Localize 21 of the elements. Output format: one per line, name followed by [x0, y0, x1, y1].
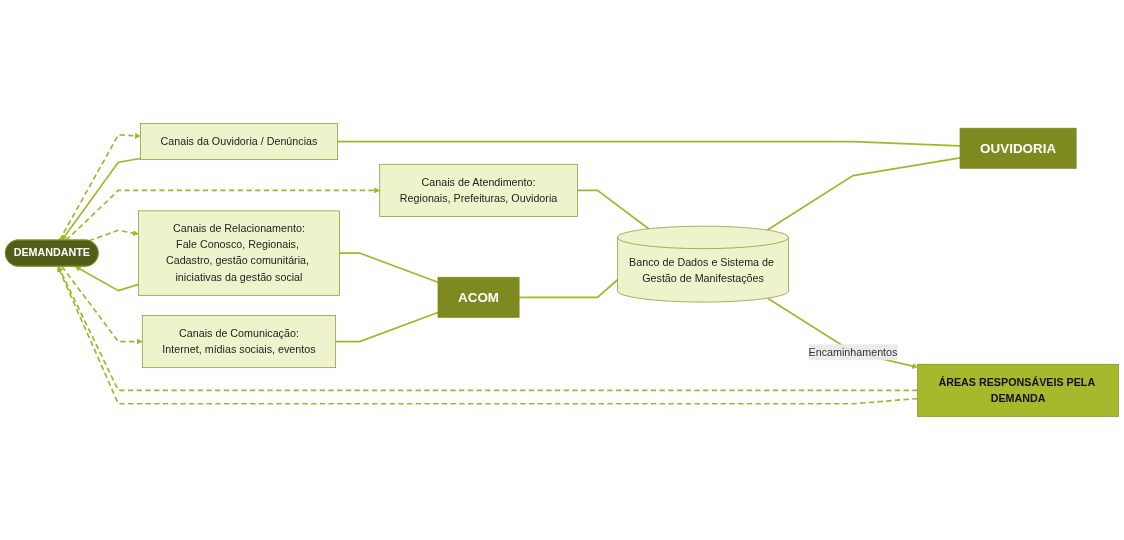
node-box: Canais de Comunicação: Internet, mídias sociais, eventos [141, 315, 337, 369]
connector [766, 157, 961, 231]
node-box: Canais da Ouvidoria / Denúncias [140, 123, 338, 160]
connector [576, 189, 650, 230]
connector [334, 311, 439, 343]
edge-label: Encaminhamentos [808, 346, 898, 358]
arrow [75, 266, 140, 292]
arrow [65, 187, 380, 242]
node-box: OUVIDORIA [959, 127, 1077, 169]
arrow [61, 157, 142, 241]
arrow [766, 297, 918, 369]
node-box: Canais de Relacionamento: Fale Conosco, Regionais, Cadastro, gestão comunitária, iniciativas da gestão social [138, 210, 340, 296]
node-box: ÁREAS RESPONSÁVEIS PELA DEMANDA [917, 363, 1119, 417]
connector [336, 140, 961, 147]
connector [518, 278, 619, 299]
connector [338, 252, 439, 284]
node-box: Canais de Atendimento: Regionais, Prefeituras, Ouvidoria [379, 163, 578, 217]
arrow [58, 132, 141, 242]
node-box: ACOM [437, 276, 520, 318]
arrow [61, 265, 143, 345]
arrow [88, 229, 139, 242]
